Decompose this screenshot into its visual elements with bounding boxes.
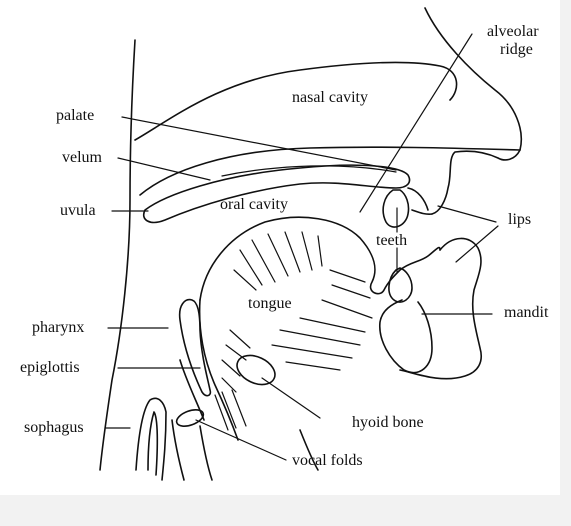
larynx-lines xyxy=(214,389,247,431)
vocal-folds-shape xyxy=(175,409,205,427)
palate-top xyxy=(139,146,521,196)
tongue-outline xyxy=(199,216,441,301)
label-nasal-cavity: nasal cavity xyxy=(292,89,368,106)
mandible-shape xyxy=(379,299,433,374)
label-esophagus: sophagus xyxy=(24,419,84,436)
hyoid-bone-shape xyxy=(236,354,276,386)
tongue-striations xyxy=(221,231,373,393)
label-palate: palate xyxy=(56,107,95,124)
upper-teeth xyxy=(382,189,410,228)
esophagus-tube-outer xyxy=(135,397,167,481)
label-vocal-folds: vocal folds xyxy=(292,452,363,469)
label-uvula: uvula xyxy=(60,202,96,219)
lower-teeth xyxy=(388,267,413,303)
leader-lines xyxy=(105,33,499,461)
trachea-wall-2 xyxy=(199,425,213,481)
label-mandible: mandit xyxy=(504,304,549,321)
palate-inner xyxy=(221,165,397,177)
vocal-tract-diagram: nasal cavity alveolar ridge palate velum… xyxy=(0,0,560,495)
back-of-head xyxy=(99,39,136,471)
label-hyoid-bone: hyoid bone xyxy=(352,414,424,431)
label-epiglottis: epiglottis xyxy=(20,359,80,376)
lower-lip-chin xyxy=(399,237,482,380)
label-lips: lips xyxy=(508,211,532,228)
label-tongue: tongue xyxy=(248,295,292,312)
nose-outline xyxy=(424,7,522,215)
label-velum: velum xyxy=(62,149,102,166)
pharynx-wall xyxy=(178,298,212,397)
trachea-wall xyxy=(171,419,185,481)
throat-outline xyxy=(299,429,319,471)
nasal-cavity-roof xyxy=(134,61,458,141)
alveolar-shape xyxy=(407,187,429,211)
epiglottis-shape xyxy=(179,359,205,421)
anatomy-drawing xyxy=(99,7,522,481)
label-oral-cavity: oral cavity xyxy=(220,196,288,213)
label-alveolar-ridge-line2: ridge xyxy=(500,41,533,58)
upper-lip xyxy=(411,209,433,215)
esophagus-tube-inner xyxy=(147,411,159,476)
label-teeth: teeth xyxy=(376,232,408,249)
palate-shape xyxy=(143,164,411,224)
label-alveolar-ridge-line1: alveolar xyxy=(487,23,539,40)
label-pharynx: pharynx xyxy=(32,319,85,336)
